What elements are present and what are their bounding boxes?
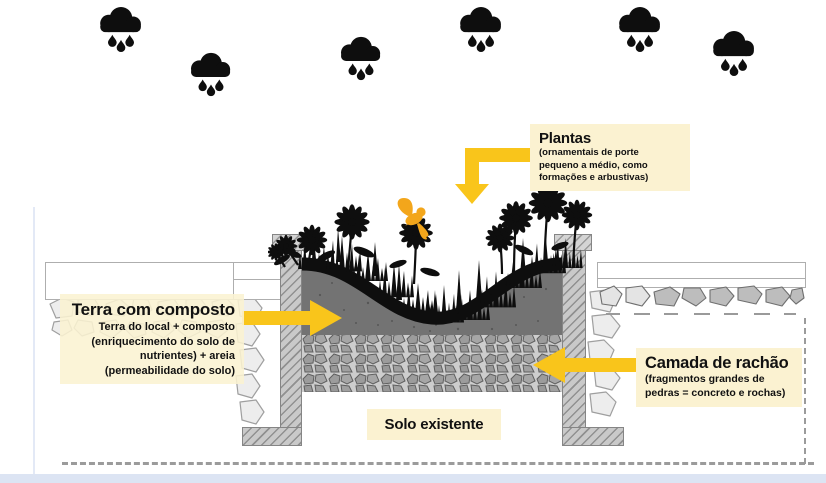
solo-title: Solo existente	[384, 416, 484, 433]
rain-cloud-icon	[95, 6, 147, 53]
rain-cloud-icon	[186, 52, 236, 97]
pavement-layer-line	[233, 279, 280, 280]
dashed-boundary-line	[804, 318, 806, 464]
pavement-layer-line	[598, 278, 805, 279]
hummingbird-icon	[397, 198, 429, 240]
rain-cloud-icon	[614, 6, 666, 53]
rachao-label: Camada de rachão (fragmentos grandes de …	[636, 348, 802, 407]
rain-cloud-icon	[336, 36, 386, 81]
footing-right	[562, 427, 624, 446]
pavement-joint-line	[233, 263, 234, 299]
stone-row	[599, 285, 805, 315]
terra-label: Terra com composto Terra do local + comp…	[60, 294, 244, 385]
plantas-title: Plantas	[539, 130, 591, 147]
plants-silhouette	[268, 190, 593, 325]
rachao-title: Camada de rachão	[645, 354, 789, 372]
plantas-arrow	[455, 148, 535, 204]
right-rock-fill	[587, 289, 621, 417]
rain-cloud-icon	[455, 6, 507, 53]
footer-strip	[0, 474, 826, 483]
plantas-label: Plantas (ornamentais de porte pequeno a …	[530, 124, 690, 191]
planter-wall-right	[562, 250, 586, 428]
rain-cloud-icon	[708, 30, 760, 77]
left-pavement	[45, 262, 281, 300]
terra-title: Terra com composto	[71, 300, 235, 319]
solo-label: Solo existente	[367, 409, 501, 440]
rachao-desc: (fragmentos grandes de pedras = concreto…	[645, 373, 786, 399]
page-edge-line	[33, 207, 35, 483]
footing-left	[242, 427, 302, 446]
dashed-ground-line	[62, 462, 814, 465]
plantas-desc: (ornamentais de porte pequeno a médio, c…	[539, 147, 649, 184]
terra-desc: Terra do local + composto (enriqueciment…	[91, 321, 235, 377]
planter-wall-left	[280, 250, 302, 428]
right-pavement	[597, 262, 806, 288]
gravel-layer	[302, 333, 562, 392]
soil-layer	[302, 264, 562, 335]
wall-cap-left	[272, 234, 309, 251]
wall-cap-right	[554, 234, 592, 251]
